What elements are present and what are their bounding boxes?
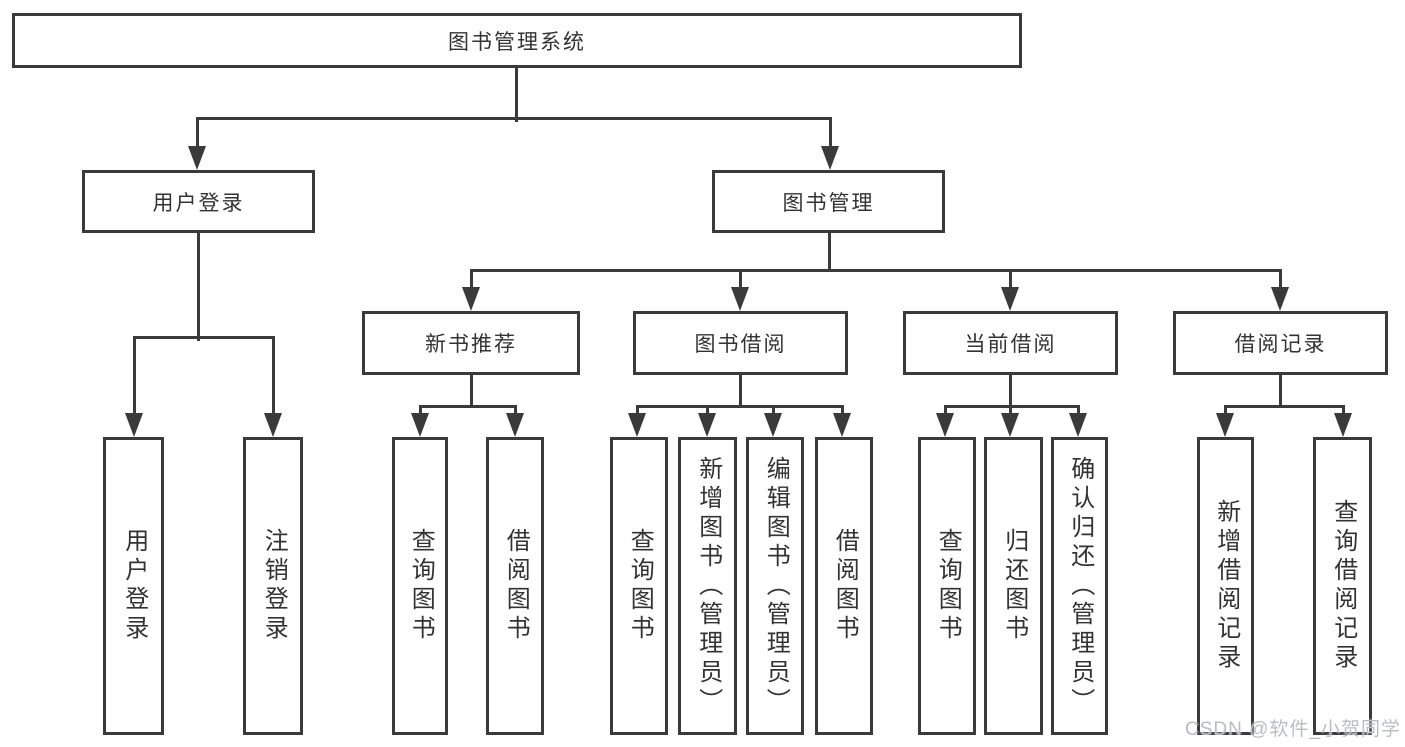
node-leaf-rec-query-books: 查询图书	[392, 437, 448, 735]
arrowhead-down-icon	[264, 413, 282, 437]
node-label-leaf-bb-add-books: 新增图书（管理员）	[694, 455, 722, 717]
connector-line	[828, 116, 832, 150]
connector-line	[1076, 404, 1080, 418]
connector-line	[514, 66, 518, 122]
connector-line	[132, 335, 275, 339]
node-leaf-cb-return-books: 归还图书	[984, 437, 1043, 735]
arrowhead-down-icon	[188, 146, 206, 170]
arrowhead-down-icon	[936, 413, 954, 437]
node-borrowing-records: 借阅记录	[1173, 311, 1388, 375]
connector-line	[469, 268, 1282, 272]
connector-line	[943, 404, 947, 418]
node-label-book-management: 图书管理	[782, 191, 875, 215]
node-label-leaf-cb-confirm-return: 确认归还（管理员）	[1066, 455, 1094, 717]
connector-line	[271, 335, 275, 417]
node-leaf-bb-add-books: 新增图书（管理员）	[678, 437, 737, 735]
connector-line	[1278, 373, 1282, 408]
node-user-login: 用户登录	[82, 170, 315, 233]
node-label-leaf-rec-query-books: 查询图书	[407, 528, 435, 644]
node-label-leaf-rec-borrow-books: 借阅图书	[502, 528, 530, 644]
node-label-root: 图书管理系统	[448, 30, 586, 54]
node-label-new-book-recommend: 新书推荐	[425, 333, 517, 356]
node-leaf-bb-query-books: 查询图书	[610, 437, 668, 735]
connector-line	[469, 268, 473, 292]
connector-line	[469, 373, 473, 408]
arrowhead-down-icon	[462, 287, 480, 311]
node-label-leaf-cb-return-books: 归还图书	[1000, 528, 1028, 644]
node-leaf-bb-borrow-books: 借阅图书	[815, 437, 873, 735]
connector-line	[827, 231, 831, 272]
arrowhead-down-icon	[698, 413, 716, 437]
node-new-book-recommend: 新书推荐	[362, 311, 580, 375]
csdn-watermark: CSDN @软件_小贺同学	[1185, 719, 1401, 740]
node-label-leaf-bb-edit-books: 编辑图书（管理员）	[762, 455, 790, 717]
connector-line	[1008, 268, 1012, 292]
node-label-borrowing-records: 借阅记录	[1234, 333, 1327, 356]
node-label-current-borrowing: 当前借阅	[964, 333, 1057, 356]
connector-line	[196, 231, 200, 341]
connector-line	[771, 404, 775, 418]
connector-line	[943, 404, 1080, 408]
node-label-leaf-bb-borrow-books: 借阅图书	[831, 528, 859, 644]
arrowhead-down-icon	[1001, 413, 1019, 437]
node-label-book-borrowing: 图书借阅	[694, 333, 787, 356]
node-root: 图书管理系统	[12, 13, 1022, 68]
arrowhead-down-icon	[628, 413, 646, 437]
arrowhead-down-icon	[1069, 413, 1087, 437]
connector-line	[1008, 373, 1012, 408]
node-leaf-cb-confirm-return: 确认归还（管理员）	[1051, 437, 1108, 735]
arrowhead-down-icon	[1271, 287, 1289, 311]
connector-line	[195, 116, 832, 120]
arrowhead-down-icon	[1001, 287, 1019, 311]
node-label-leaf-bb-query-books: 查询图书	[626, 528, 654, 644]
arrowhead-down-icon	[833, 413, 851, 437]
node-leaf-logout: 注销登录	[243, 437, 303, 735]
connector-line	[132, 335, 136, 417]
arrowhead-down-icon	[1334, 413, 1352, 437]
connector-line	[418, 404, 422, 418]
node-leaf-user-login: 用户登录	[103, 437, 164, 735]
node-book-management: 图书管理	[712, 170, 945, 233]
connector-line	[1223, 404, 1227, 418]
node-label-user-login: 用户登录	[152, 191, 245, 215]
connector-line	[840, 404, 844, 418]
arrowhead-down-icon	[821, 146, 839, 170]
connector-line	[738, 373, 742, 408]
node-leaf-br-query-record: 查询借阅记录	[1313, 437, 1372, 735]
node-label-leaf-user-login: 用户登录	[120, 528, 148, 644]
connector-line	[513, 404, 517, 418]
node-label-leaf-br-add-record: 新增借阅记录	[1212, 499, 1240, 673]
node-label-leaf-br-query-record: 查询借阅记录	[1329, 499, 1357, 673]
node-current-borrowing: 当前借阅	[903, 311, 1118, 375]
node-leaf-bb-edit-books: 编辑图书（管理员）	[746, 437, 804, 735]
arrowhead-down-icon	[125, 413, 143, 437]
connector-line	[635, 404, 844, 408]
connector-line	[1278, 268, 1282, 292]
connector-line	[705, 404, 709, 418]
connector-line	[1223, 404, 1345, 408]
arrowhead-down-icon	[411, 413, 429, 437]
connector-line	[738, 268, 742, 292]
node-book-borrowing: 图书借阅	[633, 311, 848, 375]
connector-line	[1008, 404, 1012, 418]
node-leaf-br-add-record: 新增借阅记录	[1197, 437, 1254, 735]
arrowhead-down-icon	[764, 413, 782, 437]
node-label-leaf-logout: 注销登录	[260, 528, 288, 644]
connector-line	[1341, 404, 1345, 418]
arrowhead-down-icon	[731, 287, 749, 311]
connector-line	[635, 404, 639, 418]
node-leaf-rec-borrow-books: 借阅图书	[486, 437, 544, 735]
node-label-leaf-cb-query-books: 查询图书	[934, 528, 962, 644]
connector-line	[195, 116, 199, 150]
connector-line	[418, 404, 517, 408]
arrowhead-down-icon	[506, 413, 524, 437]
arrowhead-down-icon	[1216, 413, 1234, 437]
node-leaf-cb-query-books: 查询图书	[918, 437, 976, 735]
